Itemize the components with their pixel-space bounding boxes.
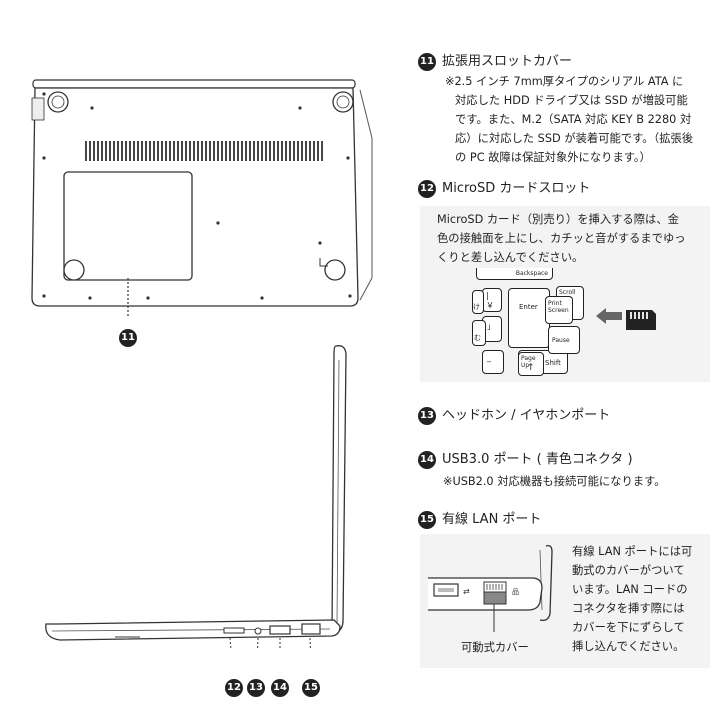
desc-line: 動式のカバーがついて [572, 564, 685, 577]
key-label: 」 [487, 322, 495, 331]
desc-line: います。LAN コードの [572, 583, 688, 596]
key-ke: け [472, 290, 484, 314]
key-label: Backspace [515, 270, 548, 277]
laptop-side-illustration [40, 340, 360, 686]
key-label: | [486, 291, 489, 300]
key-page-up: Page Up ↑ [518, 352, 544, 376]
section-14-title: 14 USB3.0 ポート ( 青色コネクタ ) [418, 448, 633, 469]
key-label: Enter [519, 303, 538, 311]
callout-13: 13 [247, 679, 265, 697]
section-11-title: 11 拡張用スロットカバー [418, 50, 572, 71]
desc-line: 対応した HDD ドライブ又は SSD が増設可能 [455, 94, 688, 107]
desc-line: 色の接触面を上にし、カチッと音がするまでゆっ [437, 232, 686, 245]
section-14-badge: 14 [418, 450, 436, 469]
up-arrow-icon: ↑ [527, 363, 535, 373]
desc-line: カバーを下にずらして [572, 621, 685, 634]
section-13-badge: 13 [418, 406, 436, 425]
key-mu: む [472, 320, 486, 346]
key-label: ￥ [486, 301, 494, 310]
svg-text:⇄: ⇄ [463, 587, 470, 596]
key-underscore: _ [482, 350, 504, 374]
insert-arrow-icon [594, 306, 624, 330]
callout-14: 14 [271, 679, 289, 697]
desc-line: 挿し込んでください。 [572, 640, 685, 653]
key-label: む [474, 334, 481, 342]
key-label: Pause [552, 337, 570, 344]
callout-15: 15 [302, 679, 320, 697]
desc-line: コネクタを挿す際には [572, 602, 685, 615]
section-12-description: MicroSD カード（別売り）を挿入する際は、金 色の接触面を上にし、カチッと… [437, 210, 686, 267]
key-yen: | ￥ [482, 288, 502, 312]
section-12-title: 12 MicroSD カードスロット [418, 177, 590, 198]
section-15-title: 15 有線 LAN ポート [418, 508, 541, 529]
key-label: _ [487, 353, 491, 362]
key-print-screen: Print Screen [545, 296, 573, 324]
key-enter: Enter [508, 288, 550, 348]
desc-line: くりと差し込んでください。 [437, 251, 584, 264]
desc-line: MicroSD カード（別売り）を挿入する際は、金 [437, 213, 679, 226]
desc-line: の PC 故障は保証対象外になります。） [455, 151, 651, 164]
lan-cover-label: 可動式カバー [461, 641, 529, 654]
microsd-card-icon [624, 306, 658, 336]
key-label: Shift [545, 359, 561, 367]
desc-line: です。また、M.2（SATA 対応 KEY B 2280 対 [455, 113, 692, 126]
lan-port-illustration: ⇄ 品 [428, 540, 563, 632]
section-15-description: 有線 LAN ポートには可 動式のカバーがついて います。LAN コードの コネ… [572, 542, 692, 656]
section-15-badge: 15 [418, 510, 436, 529]
section-11-title-text: 拡張用スロットカバー [442, 54, 573, 69]
callout-12: 12 [225, 679, 243, 697]
section-14-note: ※USB2.0 対応機器も接続可能になります。 [443, 475, 666, 488]
section-13-title: 13 ヘッドホン / イヤホンポート [418, 404, 610, 425]
section-12-title-text: MicroSD カードスロット [442, 181, 591, 196]
key-label: Page Up [521, 355, 536, 369]
desc-line: 応）に対応した SSD が装着可能です。（拡張後 [455, 132, 694, 145]
key-label: Print Screen [548, 300, 569, 314]
key-label: け [473, 303, 480, 311]
desc-line: 有線 LAN ポートには可 [572, 545, 693, 558]
laptop-bottom-illustration [30, 78, 375, 328]
section-13-title-text: ヘッドホン / イヤホンポート [442, 408, 611, 423]
key-pause: Pause [548, 326, 580, 354]
section-11-description: ※2.5 インチ 7mm厚タイプのシリアル ATA に 対応した HDD ドライ… [445, 72, 693, 167]
section-12-badge: 12 [418, 179, 436, 198]
key-backspace: Backspace [476, 268, 553, 280]
desc-line: ※2.5 インチ 7mm厚タイプのシリアル ATA に [445, 75, 684, 88]
svg-text:品: 品 [512, 588, 519, 596]
section-14-title-text: USB3.0 ポート ( 青色コネクタ ) [442, 452, 633, 467]
callout-11: 11 [119, 329, 137, 347]
section-15-title-text: 有線 LAN ポート [442, 512, 542, 527]
section-11-badge: 11 [418, 52, 436, 71]
